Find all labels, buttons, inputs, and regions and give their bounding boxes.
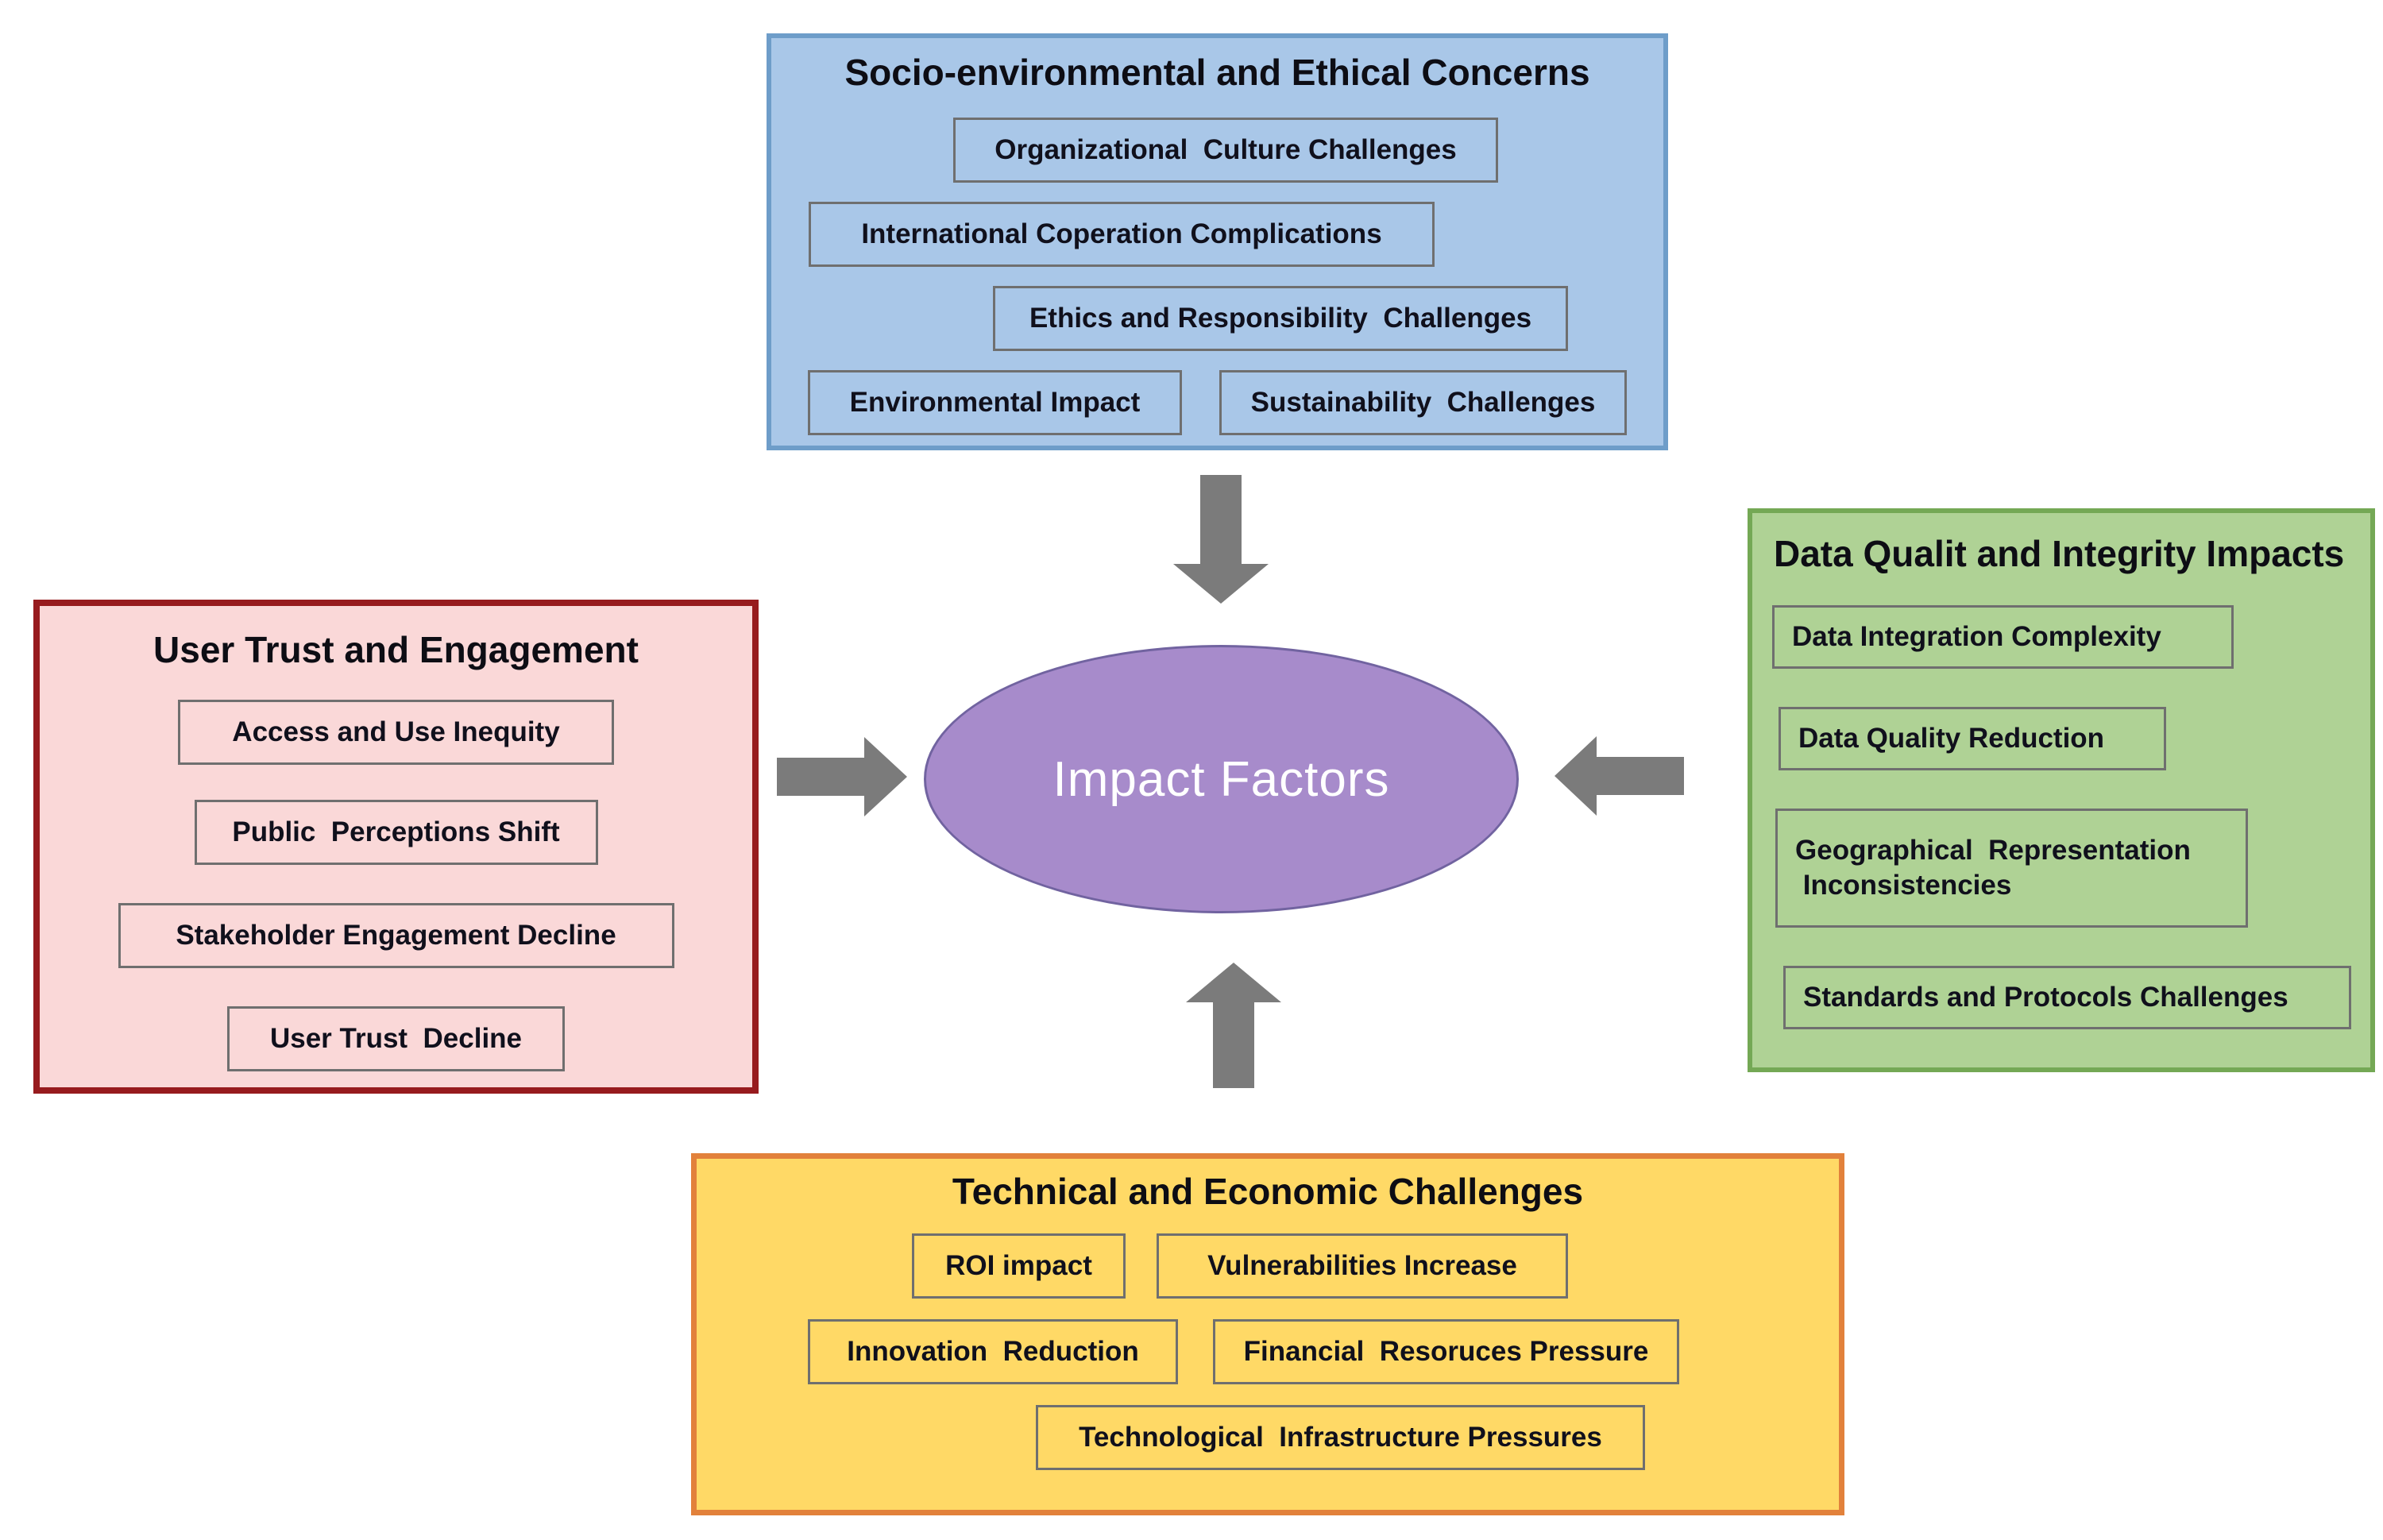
arrow-right-icon [777,737,907,816]
item-stakeholder-engagement-decline: Stakeholder Engagement Decline [118,903,674,968]
panel-row: Environmental Impact Sustainability Chal… [808,370,1663,435]
impact-factors-ellipse: Impact Factors [924,645,1519,913]
item-innovation-reduction: Innovation Reduction [808,1319,1178,1384]
arrow-left-icon [1555,736,1684,816]
item-standards-protocols-challenges: Standards and Protocols Challenges [1783,966,2351,1029]
item-access-and-use-inequity: Access and Use Inequity [178,700,614,765]
item-data-integration-complexity: Data Integration Complexity [1772,605,2234,669]
item-environmental-impact: Environmental Impact [808,370,1182,435]
item-public-perceptions-shift: Public Perceptions Shift [194,800,598,865]
item-international-coperation-complications: International Coperation Complications [809,202,1435,267]
item-sustainability-challenges: Sustainability Challenges [1219,370,1627,435]
item-technological-infrastructure-pressures: Technological Infrastructure Pressures [1036,1405,1645,1470]
arrow-down-icon [1173,475,1269,604]
item-user-trust-decline: User Trust Decline [227,1006,565,1071]
item-geographical-representation-inconsistencies: Geographical Representation Inconsistenc… [1775,809,2248,928]
item-roi-impact: ROI impact [912,1233,1126,1299]
panel-technical-economic-challenges: Technical and Economic Challenges ROI im… [691,1153,1844,1515]
panel-row: Ethics and Responsibility Challenges [993,286,1663,351]
arrow-up-icon [1186,963,1281,1088]
panel-data-quality-integrity-impacts: Data Qualit and Integrity Impacts Data I… [1748,508,2375,1072]
item-organizational-culture-challenges: Organizational Culture Challenges [953,118,1498,183]
panel-title-socio-environmental: Socio-environmental and Ethical Concerns [844,52,1590,93]
panel-user-trust-engagement: User Trust and Engagement Access and Use… [33,600,759,1094]
panel-socio-environmental-ethical-concerns: Socio-environmental and Ethical Concerns… [767,33,1668,450]
panel-row: International Coperation Complications [809,202,1663,267]
panel-title-technical-economic: Technical and Economic Challenges [952,1171,1584,1212]
item-data-quality-reduction: Data Quality Reduction [1779,707,2166,770]
panel-row: Organizational Culture Challenges [953,118,1663,183]
panel-row: Technological Infrastructure Pressures [1036,1405,1839,1470]
item-ethics-responsibility-challenges: Ethics and Responsibility Challenges [993,286,1568,351]
panel-title-user-trust: User Trust and Engagement [153,629,639,670]
panel-row: ROI impact Vulnerabilities Increase [912,1233,1839,1299]
panel-title-data-quality: Data Qualit and Integrity Impacts [1774,533,2345,574]
panel-row: Innovation Reduction Financial Resoruces… [808,1319,1839,1384]
impact-factors-label: Impact Factors [1052,751,1390,807]
item-financial-resources-pressure: Financial Resoruces Pressure [1213,1319,1679,1384]
item-vulnerabilities-increase: Vulnerabilities Increase [1157,1233,1568,1299]
